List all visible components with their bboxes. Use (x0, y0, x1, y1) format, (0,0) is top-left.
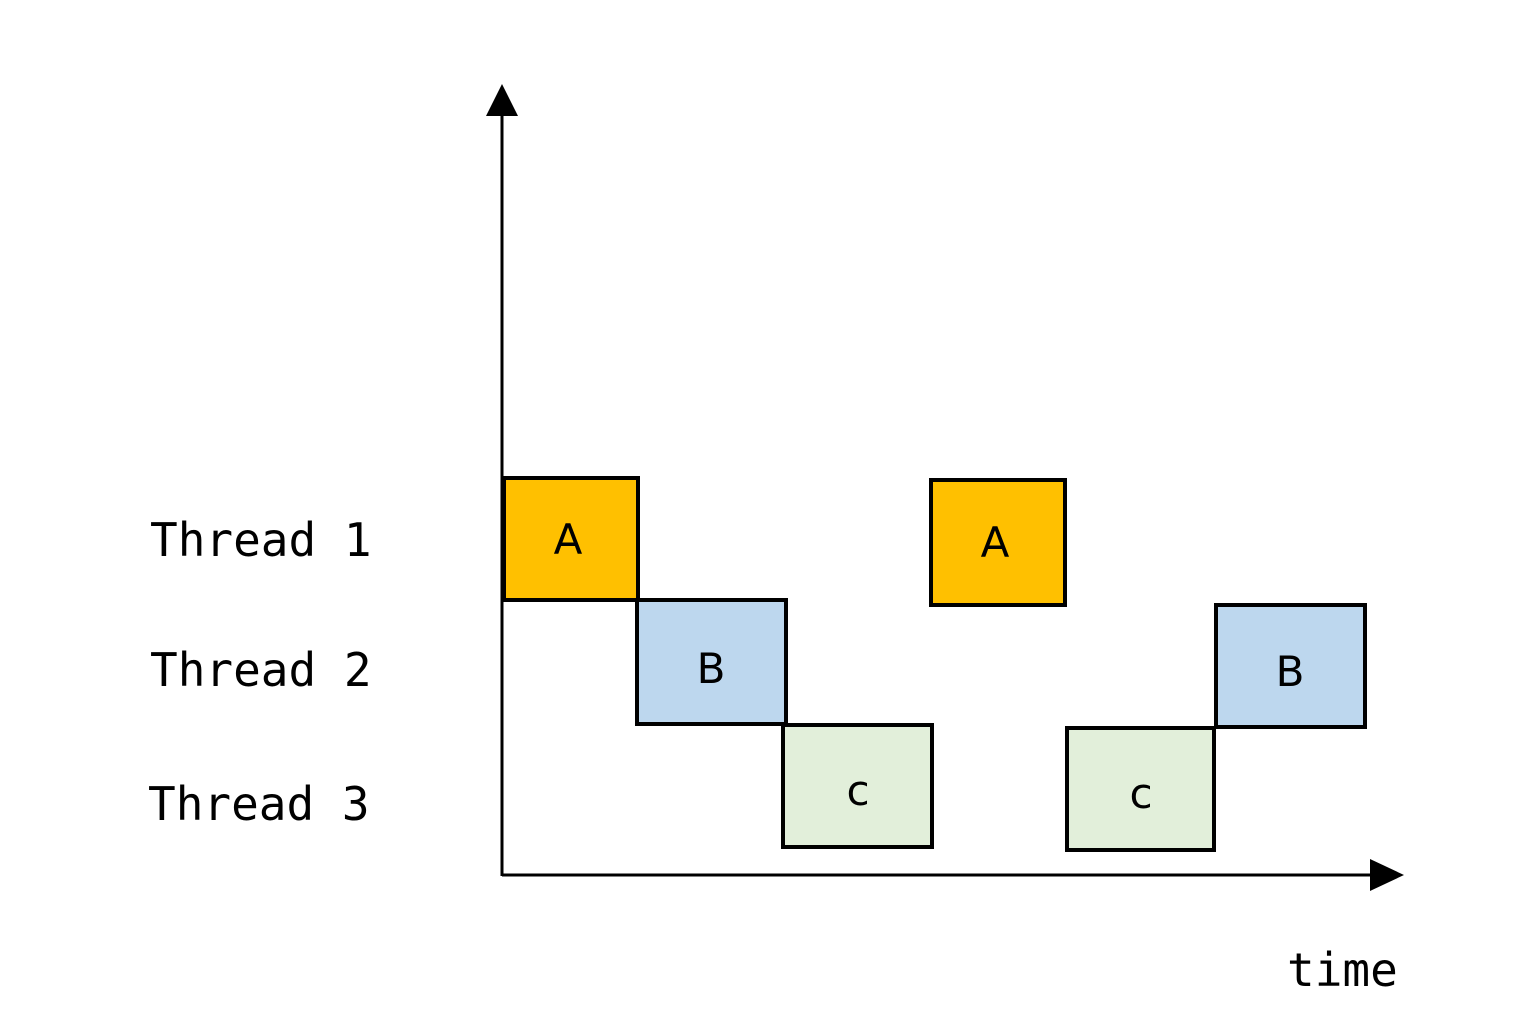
block-a-second: A (929, 478, 1067, 607)
block-b-first-label: B (697, 644, 726, 693)
x-axis-label: time (1287, 943, 1398, 997)
block-b-second: B (1214, 603, 1367, 729)
block-a-second-label: A (981, 518, 1010, 567)
block-a-first-box (502, 476, 640, 602)
block-c-first-box (781, 723, 934, 849)
block-c-second-label: c (1129, 769, 1152, 818)
thread-2-label: Thread 2 (150, 643, 372, 697)
block-b-first: B (635, 598, 788, 726)
block-c-second: c (1065, 726, 1216, 852)
block-c-second-box (1065, 726, 1216, 852)
block-a-first: A (502, 476, 640, 602)
thread-1-label: Thread 1 (150, 513, 372, 567)
block-c-first-label: c (846, 766, 869, 815)
block-a-second-box (929, 478, 1067, 607)
x-axis-arrowhead (1370, 859, 1404, 891)
block-c-first: c (781, 723, 934, 849)
block-a-first-label: A (554, 515, 583, 564)
block-b-first-box (635, 598, 788, 726)
thread-3-label: Thread 3 (148, 777, 370, 831)
block-b-second-label: B (1276, 647, 1305, 696)
y-axis-arrowhead (486, 84, 518, 116)
block-b-second-box (1214, 603, 1367, 729)
